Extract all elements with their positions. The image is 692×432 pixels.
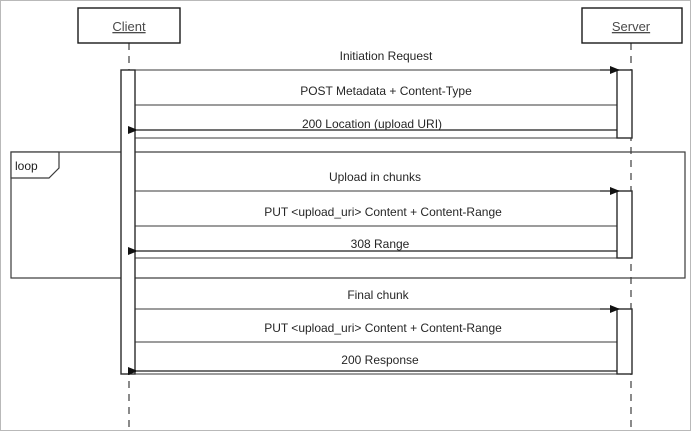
participant-server[interactable]: Server (581, 7, 683, 44)
loop-fragment-label-box (10, 151, 60, 179)
message-bands (135, 69, 617, 375)
activation-server-final (616, 308, 633, 375)
message-label-put-final: PUT <upload_uri> Content + Content-Range (264, 321, 502, 335)
client-box (77, 7, 181, 44)
message-label-200-location: 200 Location (upload URI) (302, 117, 442, 131)
message-label-initiation-request: Initiation Request (340, 49, 433, 63)
request-arrows (600, 66, 620, 313)
loop-fragment-label: loop (15, 159, 38, 173)
message-label-put-chunk: PUT <upload_uri> Content + Content-Range (264, 205, 502, 219)
response-arrows (128, 126, 617, 375)
message-label-200-response: 200 Response (341, 353, 419, 367)
client-label: Client (112, 19, 146, 34)
message-label-final-chunk: Final chunk (347, 288, 409, 302)
activation-client (120, 69, 136, 375)
loop-fragment-box (10, 151, 686, 279)
message-labels: Initiation Request POST Metadata + Conte… (264, 49, 502, 367)
activation-server-chunk (616, 190, 633, 259)
message-label-upload-in-chunks: Upload in chunks (329, 170, 421, 184)
participant-client[interactable]: Client (77, 7, 181, 44)
message-label-308-range: 308 Range (351, 237, 410, 251)
activation-bars (120, 69, 633, 375)
server-label: Server (612, 19, 651, 34)
server-box (581, 7, 683, 44)
loop-fragment[interactable]: loop (10, 151, 686, 279)
activation-server-initiation (616, 69, 633, 139)
message-label-post-metadata: POST Metadata + Content-Type (300, 84, 472, 98)
